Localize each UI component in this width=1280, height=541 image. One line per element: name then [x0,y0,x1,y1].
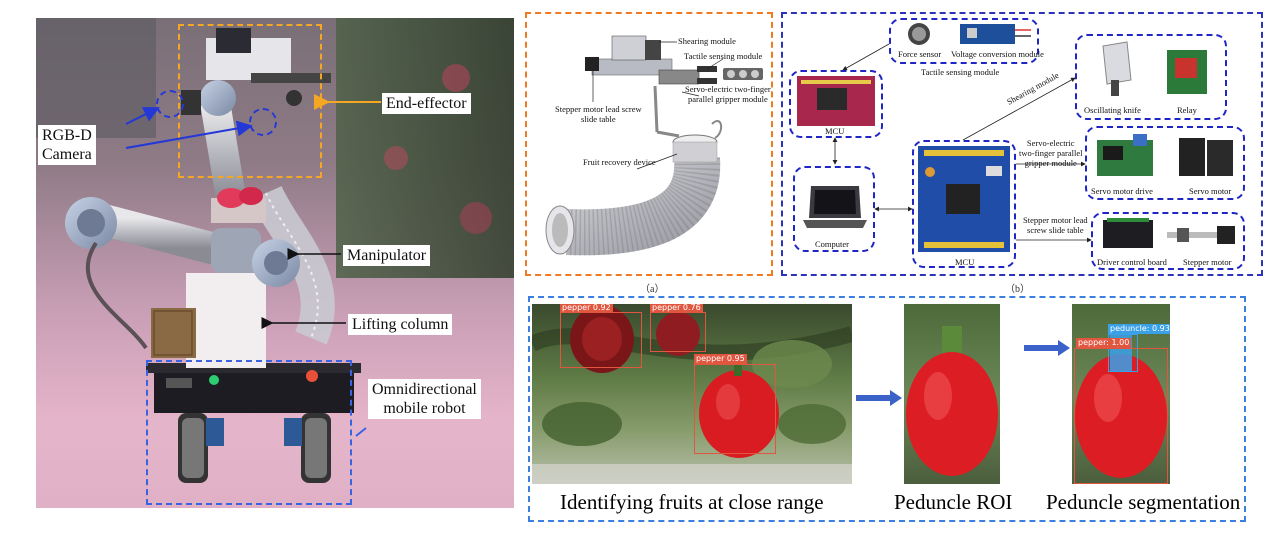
laptop-icon [803,186,867,228]
label-knife: Oscillating knife [1084,105,1141,115]
label-a-gripper: Servo-electric two-finger parallel gripp… [685,84,771,104]
seg-label-pepper: pepper: 1.00 [1076,338,1132,348]
label-voltage: Voltage conversion module [951,49,1044,59]
robot-illustration [36,18,514,508]
label-a-recovery: Fruit recovery device [583,157,656,167]
seg-box-pepper [1074,348,1168,484]
stepper-components [1103,218,1235,248]
label-a-stepper: Stepper motor lead screw slide table [555,104,642,124]
label-driver-board: Driver control board [1097,257,1167,267]
box-computer [793,166,875,252]
seg-label-peduncle: peduncle: 0.93 [1108,324,1170,334]
detection-label-3: pepper 0.95 [694,354,747,364]
caption-roi: Peduncle ROI [894,490,1013,514]
label-manipulator: Manipulator [343,245,431,266]
caption-segmentation: Peduncle segmentation [1046,490,1241,514]
label-lifting-column: Lifting column [348,314,453,335]
box-servo [1085,126,1245,200]
panel-b-connections [832,43,1092,243]
detection-box-2 [650,312,706,352]
panel-b-control-system: Force sensor Voltage conversion module T… [781,12,1263,276]
photo-peduncle-segmentation: peduncle: 0.93 pepper: 1.00 [1072,304,1170,484]
pepper-roi [906,326,998,476]
servo-components [1097,134,1233,176]
detection-label-1: pepper 0.92 [560,304,613,313]
seg-box-peduncle [1108,334,1138,372]
label-mobile-robot: Omnidirectional mobile robot [368,379,481,419]
detection-box-3 [694,364,776,454]
end-effector-3d-model [545,35,763,256]
label-mcu-main: MCU [955,257,975,267]
photo-close-range: pepper 0.92 pepper 0.76 pepper 0.95 [532,304,852,484]
label-servo-drive: Servo motor drive [1091,186,1153,196]
mcu-main-board [918,146,1010,252]
label-a-tactile: Tactile sensing module [684,51,763,61]
detection-label-2: pepper 0.76 [650,304,703,313]
label-a-shearing: Shearing module [678,36,736,46]
panel-a-end-effector-model: Shearing module Tactile sensing module S… [525,12,773,276]
caption-a: （a） [640,284,665,295]
panel-c-vision-pipeline: pepper 0.92 pepper 0.76 pepper 0.95 pedu… [528,296,1246,522]
label-b-gripper: Servo-electric two-finger parallel gripp… [1019,138,1083,168]
label-force-sensor: Force sensor [898,49,942,59]
label-b-stepper: Stepper motor lead screw slide table [1023,215,1088,235]
mcu-top-board [797,76,875,126]
robot-photo: End-effector RGB-D Camera Manipulator Li… [36,18,514,508]
box-tactile-sensing [889,18,1039,64]
tactile-components [908,23,1031,45]
arrow-right-icon [856,390,902,406]
label-end-effector: End-effector [382,93,471,114]
label-b-tactile: Tactile sensing module [921,67,1000,77]
mobile-robot-box [146,360,352,505]
photo-peduncle-roi [904,304,1000,484]
box-knife-relay [1075,34,1227,120]
label-mcu-top: MCU [825,126,845,136]
box-mcu-top [789,70,883,138]
detection-box-1 [560,312,642,368]
caption-b: （b） [1005,284,1030,295]
label-computer: Computer [815,239,849,249]
pepper-segmented [1075,328,1167,478]
knife-relay-components [1102,41,1207,96]
pepper-plants-1 [532,305,852,484]
label-servo-motor: Servo motor [1189,186,1232,196]
arrow-right-icon-2 [1024,340,1070,356]
caption-identify: Identifying fruits at close range [560,490,824,514]
label-relay: Relay [1177,105,1197,115]
label-camera: RGB-D Camera [38,125,96,165]
box-stepper [1091,212,1245,270]
box-mcu-main [912,140,1016,268]
robot-arrows [125,94,381,437]
label-stepper-motor: Stepper motor [1183,257,1232,267]
camera-circle-left [156,90,184,118]
